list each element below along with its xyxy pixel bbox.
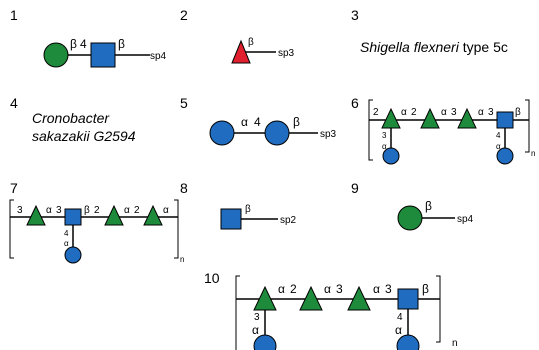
panel-7-label: β <box>84 205 90 216</box>
panel-10-left-bracket <box>235 275 240 350</box>
panel-6-left-bracket <box>368 99 373 161</box>
panel-10-label: 4 <box>397 312 403 323</box>
panel-4-organism-line2: sakazakii G2594 <box>32 128 136 144</box>
green-triangle-icon <box>457 107 477 129</box>
panel-10-number: 10 <box>204 270 220 286</box>
panel-5-spacer: sp3 <box>320 129 337 140</box>
panel-10-label: 3 <box>336 282 343 296</box>
panel-2-number: 2 <box>180 7 188 23</box>
green-triangle-icon <box>381 107 401 129</box>
panel-7-left-bracket <box>9 199 14 259</box>
green-circle-icon <box>43 42 69 68</box>
panel-10-label: α <box>252 323 259 337</box>
panel-1-anomer-1: β <box>70 37 77 51</box>
panel-5-anomer-2: β <box>293 115 300 129</box>
panel-6-number: 6 <box>351 95 359 111</box>
panel-1-spacer: sp4 <box>150 51 167 62</box>
panel-7-right-bracket <box>174 199 179 259</box>
blue-square-icon <box>90 42 116 68</box>
panel-6-label: α <box>382 142 387 151</box>
panel-6-label: 2 <box>373 107 379 118</box>
panel-7-label: 3 <box>56 205 62 216</box>
panel-7-label: α <box>46 205 52 216</box>
panel-7-number: 7 <box>10 180 18 196</box>
green-triangle-icon <box>420 107 440 129</box>
blue-square-icon <box>397 288 419 310</box>
panel-10-label: 3 <box>254 312 260 323</box>
blue-circle-icon <box>382 147 400 165</box>
blue-circle-icon <box>264 120 290 146</box>
panel-6-label: 4 <box>496 131 501 140</box>
panel-7-label: 3 <box>17 205 23 216</box>
panel-6-label: α <box>441 107 447 118</box>
panel-1-anomer-2: β <box>118 37 125 51</box>
panel-6-label: 2 <box>411 107 417 118</box>
green-triangle-icon <box>253 285 277 311</box>
blue-circle-icon <box>209 120 235 146</box>
blue-circle-icon <box>496 147 514 165</box>
green-triangle-icon <box>299 285 323 311</box>
panel-7-label: 2 <box>134 205 140 216</box>
panel-7-label: 4 <box>64 229 69 238</box>
panel-7-label: α <box>124 205 130 216</box>
panel-6-label: α <box>401 107 407 118</box>
blue-square-icon <box>64 208 82 226</box>
panel-9-number: 9 <box>351 180 359 196</box>
blue-circle-icon <box>64 246 82 264</box>
panel-10-right-bracket <box>436 275 441 343</box>
panel-4-organism-line1: Cronobacter <box>32 110 110 126</box>
panel-7-label: α <box>64 239 69 248</box>
panel-7-label: 2 <box>94 205 100 216</box>
blue-circle-icon <box>396 334 420 350</box>
panel-9-spacer: sp4 <box>457 214 474 225</box>
panel-10-label: 3 <box>385 282 392 296</box>
panel-5-link: 4 <box>254 115 261 129</box>
blue-square-icon <box>220 208 242 230</box>
panel-3-number: 3 <box>351 7 359 23</box>
panel-6-label: α <box>478 107 484 118</box>
panel-9-anomer: β <box>425 199 432 213</box>
blue-circle-icon <box>253 334 277 350</box>
panel-5-anomer-1: α <box>241 115 248 129</box>
panel-10-label: β <box>422 282 429 296</box>
panel-7-label: α <box>163 205 169 216</box>
green-triangle-icon <box>26 204 46 226</box>
panel-10-label: α <box>324 282 331 296</box>
panel-6-label: 3 <box>382 131 387 140</box>
panel-10-label: α <box>395 323 402 337</box>
panel-2-anomer: β <box>248 37 254 48</box>
panel-5-number: 5 <box>180 95 188 111</box>
panel-10-label: 2 <box>290 282 297 296</box>
panel-3-organism-type: type 5c <box>459 39 508 55</box>
green-circle-icon <box>397 205 423 231</box>
panel-8-number: 8 <box>180 180 188 196</box>
panel-10-label: α <box>373 282 380 296</box>
panel-10-label: α <box>278 282 285 296</box>
panel-1-link: 4 <box>80 37 87 51</box>
panel-3-organism-italic: Shigella flexneri <box>360 39 460 55</box>
panel-8-spacer: sp2 <box>280 215 297 226</box>
panel-4-number: 4 <box>10 95 18 111</box>
panel-10-label: n <box>452 338 458 349</box>
red-triangle-icon <box>231 39 251 64</box>
green-triangle-icon <box>104 204 124 226</box>
panel-7-label: n <box>180 255 184 264</box>
panel-6-label: α <box>496 142 501 151</box>
panel-6-label: β <box>515 107 521 118</box>
green-triangle-icon <box>143 204 163 226</box>
panel-8-anomer: β <box>245 204 251 215</box>
panel-3-organism: Shigella flexneri type 5c <box>360 39 508 55</box>
panel-6-label: 3 <box>488 107 494 118</box>
green-triangle-icon <box>347 285 371 311</box>
blue-square-icon <box>496 111 514 129</box>
panel-6-right-bracket <box>525 99 530 153</box>
panel-6-label: n <box>531 149 535 158</box>
panel-1-number: 1 <box>10 7 18 23</box>
panel-6-label: 3 <box>451 107 457 118</box>
panel-2-spacer: sp3 <box>278 48 295 59</box>
